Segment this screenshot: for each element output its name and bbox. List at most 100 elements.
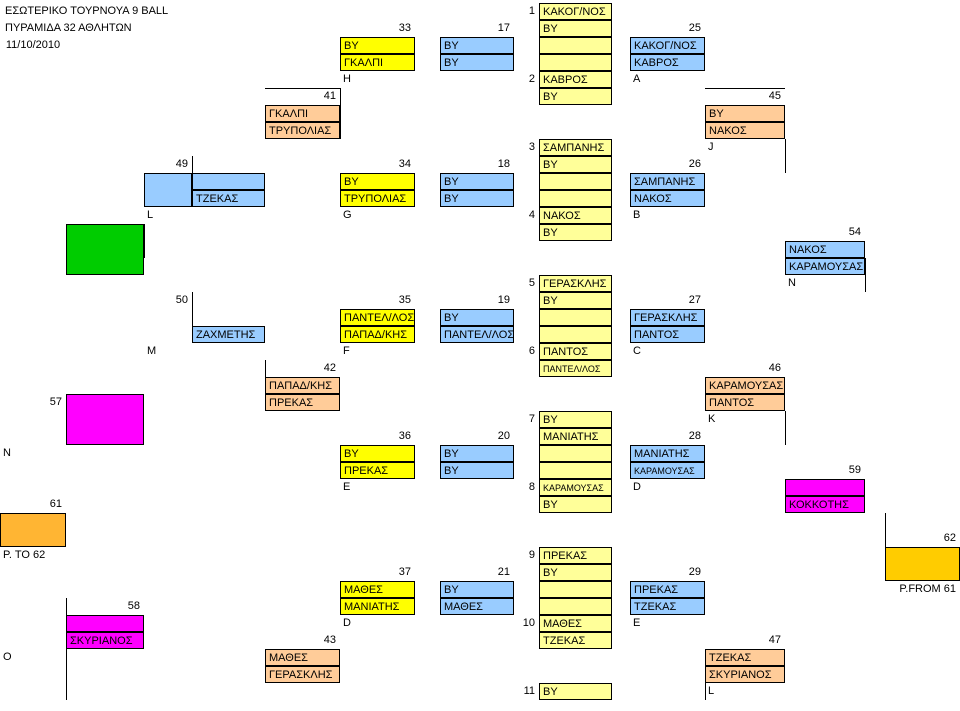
player-m1-p2[interactable]: ΒΥ	[539, 20, 612, 37]
player-m8-p2[interactable]: ΒΥ	[539, 496, 612, 513]
player-m41-p2[interactable]: ΤΡΥΠΟΛΙΑΣ	[265, 122, 340, 139]
empty-slot[interactable]	[539, 190, 612, 207]
player-m33-p1[interactable]: ΒΥ	[340, 37, 415, 54]
match-number-6: 6	[528, 345, 535, 357]
player-m55-box[interactable]	[66, 224, 144, 275]
player-m20-p2[interactable]: ΒΥ	[440, 462, 514, 479]
player-m11-p1[interactable]: ΒΥ	[539, 683, 612, 700]
empty-slot[interactable]	[539, 598, 612, 615]
match-number-46: 46	[768, 362, 781, 374]
player-m36-p1[interactable]: ΒΥ	[340, 445, 415, 462]
player-m18-p2[interactable]: ΒΥ	[440, 190, 514, 207]
player-m35-p2[interactable]: ΠΑΠΑΔ/ΚΗΣ	[340, 326, 415, 343]
match-number-33: 33	[398, 22, 411, 34]
player-m17-p1[interactable]: ΒΥ	[440, 37, 514, 54]
player-m42-p2[interactable]: ΠΡΕΚΑΣ	[265, 394, 340, 411]
bracket-line	[191, 292, 193, 326]
player-m27-p1[interactable]: ΓΕΡΑΣΚΛΗΣ	[630, 309, 705, 326]
player-m50-p2[interactable]: ΖΑΧΜΕΤΗΣ	[192, 326, 265, 343]
player-m27-p2[interactable]: ΠΑΝΤΟΣ	[630, 326, 705, 343]
bracket-marker-54: N	[788, 277, 796, 289]
player-m19-p2[interactable]: ΠΑΝΤΕΛ/ΛΟΣ	[440, 326, 514, 343]
player-m54-p2[interactable]: ΚΑΡΑΜΟΥΣΑΣ	[785, 258, 865, 275]
player-m25-p2[interactable]: ΚΑΒΡΟΣ	[630, 54, 705, 71]
player-m5-p2[interactable]: ΒΥ	[539, 292, 612, 309]
match-number-61: 61	[49, 498, 62, 510]
player-m43-p1[interactable]: ΜΑΘΕΣ	[265, 649, 340, 666]
player-m2-p2[interactable]: ΒΥ	[539, 88, 612, 105]
player-m4-p1[interactable]: ΝΑΚΟΣ	[539, 207, 612, 224]
player-m54-p1[interactable]: ΝΑΚΟΣ	[785, 241, 865, 258]
player-m58-box-top[interactable]	[66, 615, 144, 632]
empty-slot[interactable]	[539, 462, 612, 479]
player-m59-p1[interactable]: ΚΟΚΚΟΤΗΣ	[785, 496, 865, 513]
match-number-45: 45	[768, 90, 781, 102]
player-m1-p1[interactable]: ΚΑΚΟΓ/ΝΟΣ	[539, 3, 612, 20]
player-m34-p1[interactable]: ΒΥ	[340, 173, 415, 190]
player-m25-p1[interactable]: ΚΑΚΟΓ/ΝΟΣ	[630, 37, 705, 54]
empty-slot[interactable]	[785, 479, 865, 496]
bracket-line	[143, 224, 145, 258]
player-m8-p1[interactable]: ΚΑΡΑΜΟΥΣΑΣ	[539, 479, 612, 496]
player-m3-p1[interactable]: ΣΑΜΠΑΝΗΣ	[539, 139, 612, 156]
player-m57-box[interactable]	[66, 394, 144, 445]
empty-slot[interactable]	[539, 37, 612, 54]
player-m26-p2[interactable]: ΝΑΚΟΣ	[630, 190, 705, 207]
player-m9-p1[interactable]: ΠΡΕΚΑΣ	[539, 547, 612, 564]
player-m62-box[interactable]	[885, 547, 960, 581]
empty-slot[interactable]	[539, 309, 612, 326]
empty-slot[interactable]	[192, 173, 265, 190]
bracket-marker-27: C	[633, 345, 641, 357]
player-m41-p1[interactable]: ΓΚΑΛΠΙ	[265, 105, 340, 122]
player-m33-p2[interactable]: ΓΚΑΛΠΙ	[340, 54, 415, 71]
player-m37-p1[interactable]: ΜΑΘΕΣ	[340, 581, 415, 598]
player-m46-p2[interactable]: ΠΑΝΤΟΣ	[705, 394, 785, 411]
player-m29-p2[interactable]: ΤΖΕΚΑΣ	[630, 598, 705, 615]
empty-slot[interactable]	[539, 326, 612, 343]
empty-slot[interactable]	[539, 54, 612, 71]
player-m37-p2[interactable]: ΜΑΝΙΑΤΗΣ	[340, 598, 415, 615]
player-m28-p2[interactable]: ΚΑΡΑΜΟΥΣΑΣ	[630, 462, 705, 479]
player-m35-p1[interactable]: ΠΑΝΤΕΛ/ΛΟΣ	[340, 309, 415, 326]
player-m9-p2[interactable]: ΒΥ	[539, 564, 612, 581]
player-m58-p1[interactable]: ΣΚΥΡΙΑΝΟΣ	[66, 632, 144, 649]
player-m10-p2[interactable]: ΤΖΕΚΑΣ	[539, 632, 612, 649]
player-m43-p2[interactable]: ΓΕΡΑΣΚΛΗΣ	[265, 666, 340, 683]
player-m47-p1[interactable]: ΤΖΕΚΑΣ	[705, 649, 785, 666]
player-m49-p2[interactable]: ΤΖΕΚΑΣ	[192, 190, 265, 207]
player-m3-p2[interactable]: ΒΥ	[539, 156, 612, 173]
player-m29-p1[interactable]: ΠΡΕΚΑΣ	[630, 581, 705, 598]
bracket-marker-58: O	[3, 651, 12, 663]
empty-slot[interactable]	[539, 581, 612, 598]
player-m47-p2[interactable]: ΣΚΥΡΙΑΝΟΣ	[705, 666, 785, 683]
player-m45-p1[interactable]: ΒΥ	[705, 105, 785, 122]
match-number-3: 3	[528, 141, 535, 153]
player-m20-p1[interactable]: ΒΥ	[440, 445, 514, 462]
player-m7-p1[interactable]: ΒΥ	[539, 411, 612, 428]
player-m2-p1[interactable]: ΚΑΒΡΟΣ	[539, 71, 612, 88]
player-m45-p2[interactable]: ΝΑΚΟΣ	[705, 122, 785, 139]
player-m5-p1[interactable]: ΓΕΡΑΣΚΛΗΣ	[539, 275, 612, 292]
player-m61-box[interactable]	[0, 513, 66, 547]
player-m6-p1[interactable]: ΠΑΝΤΟΣ	[539, 343, 612, 360]
player-m6-p2[interactable]: ΠΑΝΤΕΛ/ΛΟΣ	[539, 360, 612, 377]
player-m21-p2[interactable]: ΜΑΘΕΣ	[440, 598, 514, 615]
player-m26-p1[interactable]: ΣΑΜΠΑΝΗΣ	[630, 173, 705, 190]
player-m21-p1[interactable]: ΒΥ	[440, 581, 514, 598]
empty-slot[interactable]	[539, 173, 612, 190]
player-m42-p1[interactable]: ΠΑΠΑΔ/ΚΗΣ	[265, 377, 340, 394]
player-m46-p1[interactable]: ΚΑΡΑΜΟΥΣΑΣ	[705, 377, 785, 394]
bracket-line	[65, 394, 67, 445]
player-m7-p2[interactable]: ΜΑΝΙΑΤΗΣ	[539, 428, 612, 445]
player-m19-p1[interactable]: ΒΥ	[440, 309, 514, 326]
player-m10-p1[interactable]: ΜΑΘΕΣ	[539, 615, 612, 632]
player-m18-p1[interactable]: ΒΥ	[440, 173, 514, 190]
player-m34-p2[interactable]: ΤΡΥΠΟΛΙΑΣ	[340, 190, 415, 207]
player-m17-p2[interactable]: ΒΥ	[440, 54, 514, 71]
player-m36-p2[interactable]: ΠΡΕΚΑΣ	[340, 462, 415, 479]
player-m4-p2[interactable]: ΒΥ	[539, 224, 612, 241]
empty-slot[interactable]	[539, 445, 612, 462]
player-m49-box-left[interactable]	[144, 173, 192, 207]
player-m28-p1[interactable]: ΜΑΝΙΑΤΗΣ	[630, 445, 705, 462]
match-number-62: 62	[943, 532, 956, 544]
